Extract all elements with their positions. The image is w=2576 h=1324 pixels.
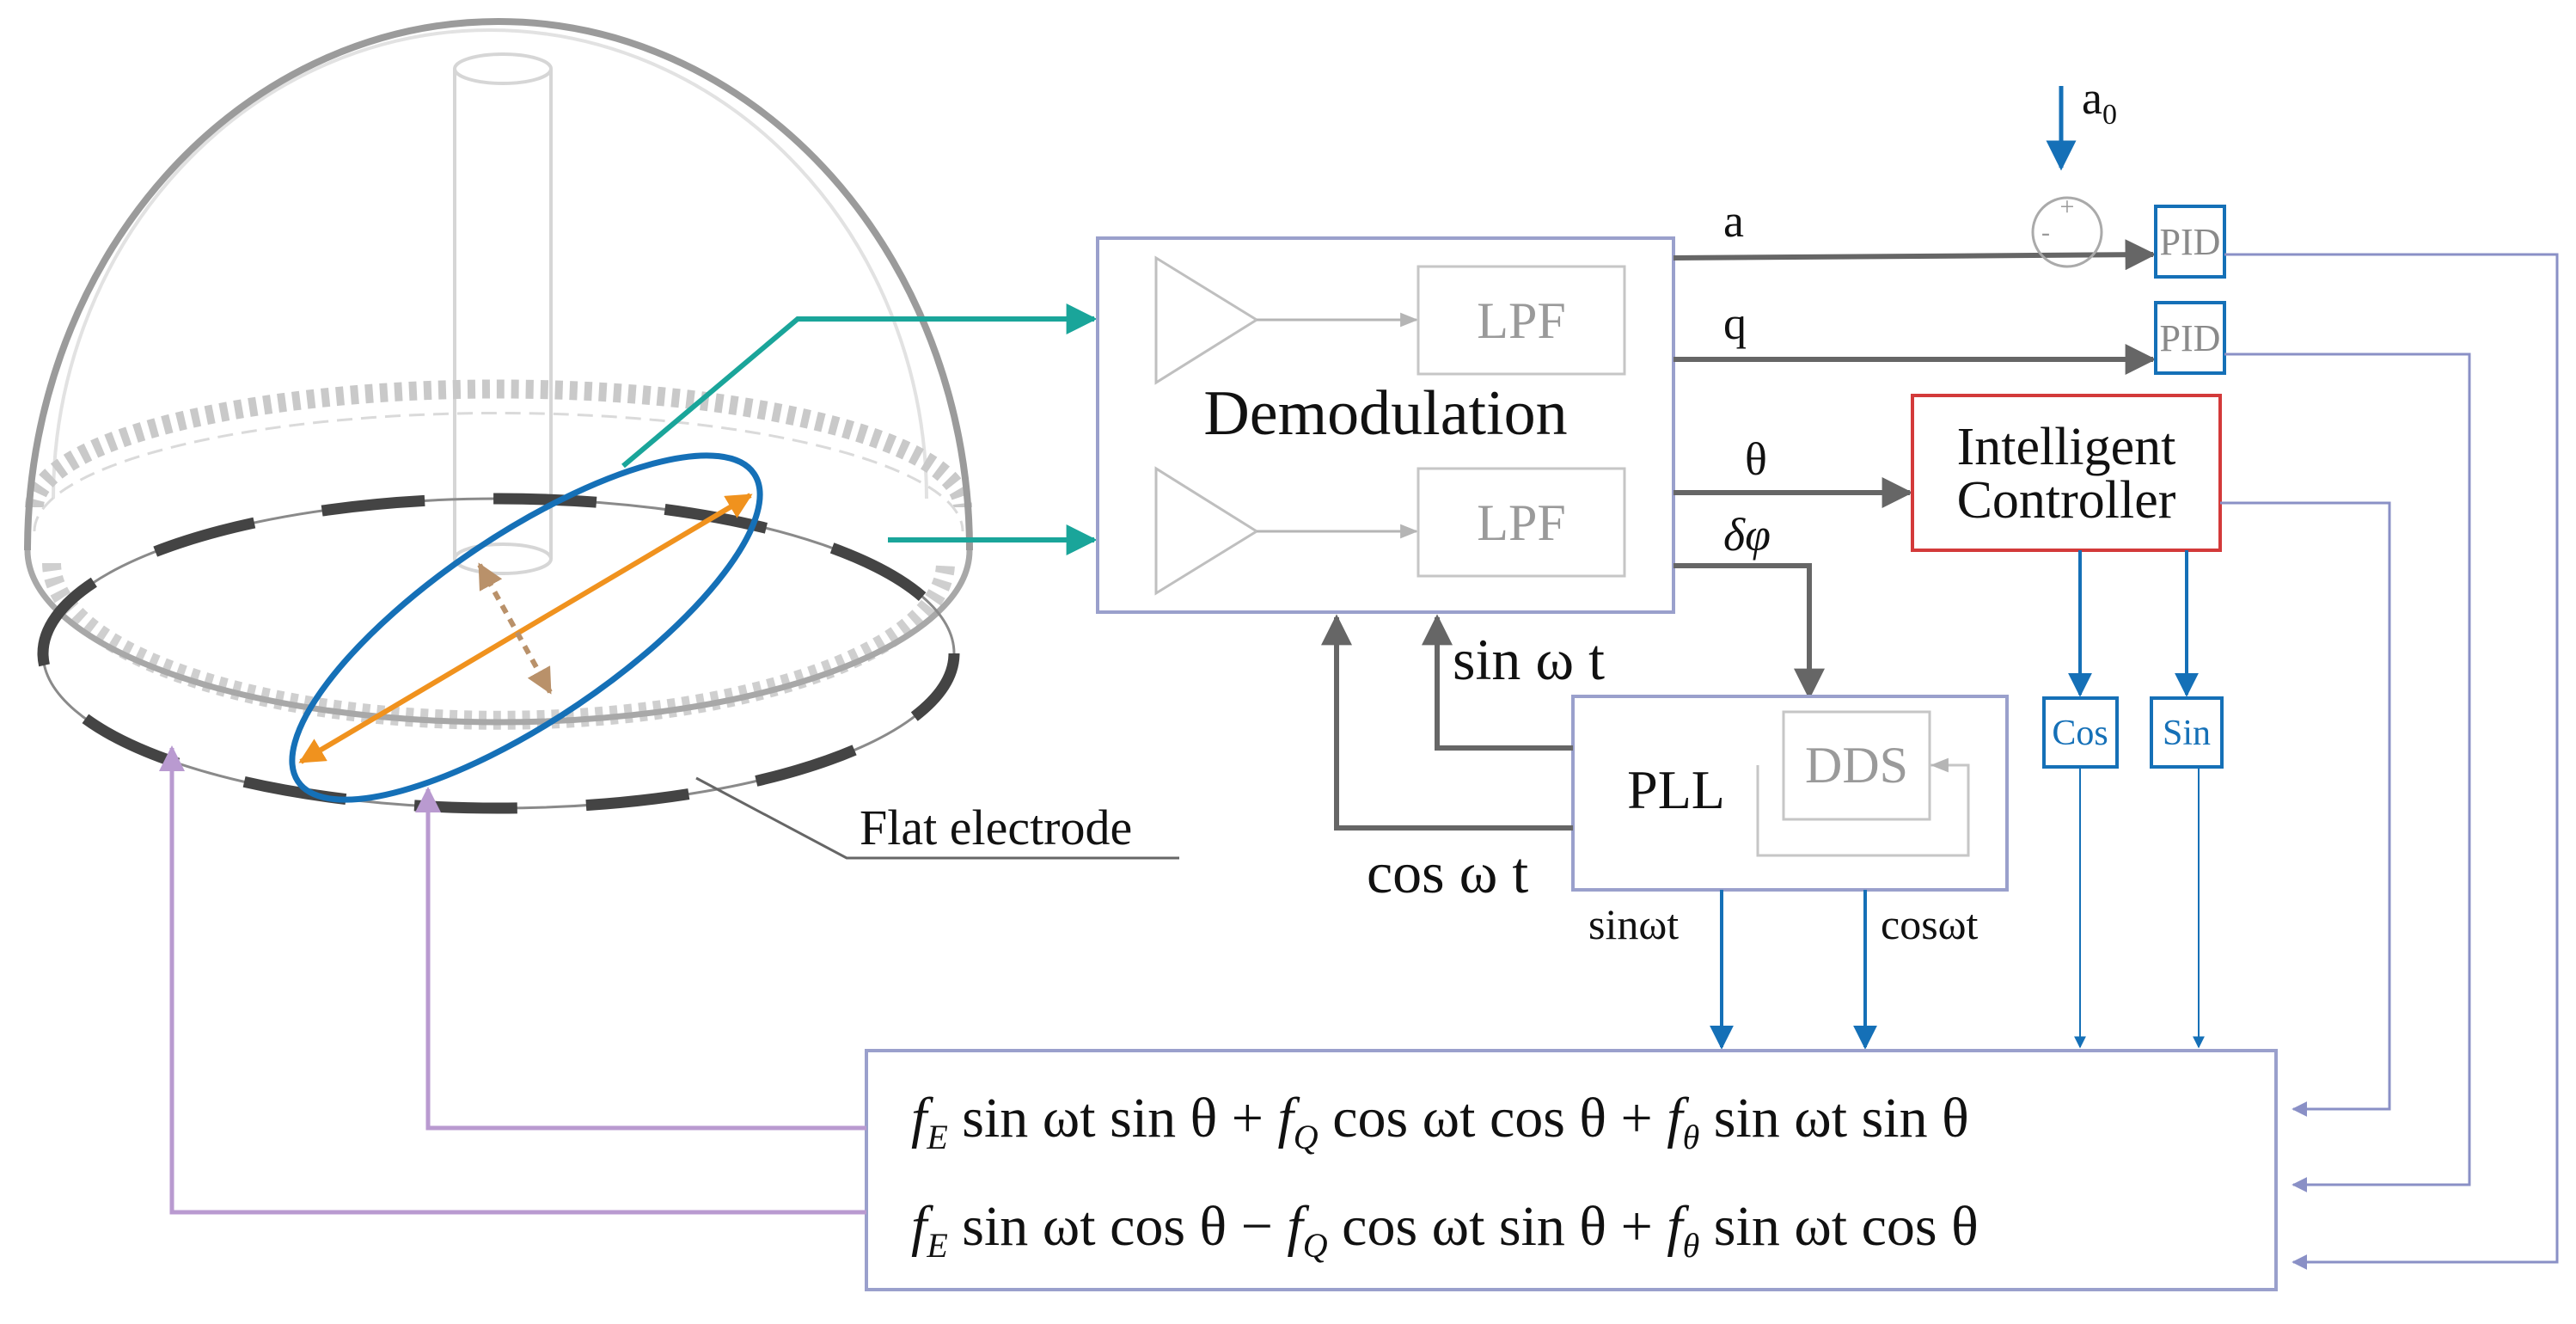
eq1-term2: cos ωt cos θ: [1319, 1087, 1606, 1149]
a0-label-sub: 0: [2102, 99, 2117, 131]
eq2-op2: +: [1606, 1195, 1667, 1258]
eq1-op1: +: [1217, 1087, 1277, 1149]
eq1-term3: sin ωt sin θ: [1699, 1087, 1968, 1149]
demodulation-label: Demodulation: [1203, 378, 1567, 449]
flat-electrode-leader: [695, 776, 1179, 860]
resonator-outer-shell: [24, 18, 973, 551]
intelligent-controller-box: [1911, 394, 2222, 552]
amplifier-top-icon: [1154, 255, 1259, 385]
demodulation-box: [1096, 236, 1675, 614]
eq2-ftheta-sub: θ: [1683, 1226, 1700, 1265]
eq2-term3: sin ωt cos θ: [1699, 1195, 1978, 1258]
signal-a-arrow: [1673, 239, 2157, 271]
a0-label-base: a: [2082, 72, 2102, 124]
resonator-rim-teeth: [25, 379, 972, 730]
eq2-fE-sub: E: [926, 1226, 947, 1265]
dds-label: DDS: [1805, 737, 1908, 794]
eq1-op2: +: [1606, 1087, 1667, 1149]
pid-amplitude-feedback: [2224, 253, 2559, 1270]
lpf-top-box: [1416, 265, 1626, 376]
eq1-fE-sub: E: [926, 1118, 947, 1156]
pid-amplitude-label: PID: [2160, 221, 2221, 263]
lpf-top-label: LPF: [1477, 292, 1565, 349]
pll-cos-output-label: cosωt: [1881, 900, 1979, 948]
drive-synthesis-box: [865, 1049, 2278, 1291]
cos-box-label: Cos: [2052, 714, 2108, 753]
controller-label-line2: Controller: [1957, 471, 2176, 530]
summing-plus: +: [2060, 193, 2075, 221]
cos-feedback-arrow: [1321, 614, 1573, 831]
pid-quadrature-box: [2154, 301, 2226, 375]
eq1-term1: sin ωt sin θ: [948, 1087, 1217, 1149]
eq2-op1: −: [1227, 1195, 1287, 1258]
sin-box: [2150, 696, 2224, 769]
eq1-fQ-sub: Q: [1294, 1118, 1319, 1156]
summing-minus: -: [2041, 218, 2050, 247]
drive-signal-2: [159, 745, 866, 1215]
eq1-ftheta-sub: θ: [1683, 1118, 1700, 1156]
a0-label: a0: [2082, 72, 2117, 131]
controller-feedback: [2220, 501, 2391, 1117]
pid-quadrature-feedback: [2224, 352, 2471, 1192]
pll-sin-output-label: sinωt: [1588, 900, 1679, 948]
sin-box-label: Sin: [2163, 714, 2211, 753]
cos-feedback-label: cos ω t: [1367, 840, 1528, 905]
signal-theta-label: θ: [1745, 433, 1767, 485]
drive-synthesis-block: fE sin ωt sin θ + fQ cos ωt cos θ + fθ s…: [865, 1049, 2278, 1291]
resonator-inner-shell: [52, 28, 928, 500]
controller-label-line1: Intelligent: [1957, 418, 2176, 476]
pickoff-signal-arrow-1: [621, 303, 1098, 469]
drive-signal-1: [415, 787, 866, 1131]
eq2-term2: cos ωt sin θ: [1328, 1195, 1606, 1258]
resonator-lip: [24, 549, 973, 726]
drive-equation-line2: fE sin ωt cos θ − fQ cos ωt sin θ + fθ s…: [911, 1195, 1979, 1265]
summing-junction: [2031, 196, 2103, 268]
amplifier-bottom-icon: [1154, 466, 1259, 596]
signal-q-label: q: [1723, 297, 1747, 349]
pll-label: PLL: [1627, 759, 1725, 820]
drive-equation-line1: fE sin ωt sin θ + fQ cos ωt cos θ + fθ s…: [911, 1087, 1969, 1156]
signal-a-label: a: [1723, 195, 1744, 247]
pid-quadrature-label: PID: [2160, 317, 2221, 359]
pll-box: [1571, 695, 2009, 892]
eq2-fQ-sub: Q: [1303, 1226, 1328, 1265]
node-axis-arrow: [477, 562, 553, 695]
signal-dphi-label: δφ: [1723, 509, 1771, 561]
demodulation-block: LPF Demodulation LPF: [1096, 236, 1675, 614]
pid-amplitude-box: [2154, 205, 2226, 279]
signal-dphi-arrow: [1673, 563, 1825, 700]
cos-box: [2042, 696, 2119, 769]
resonator-illustration: [24, 18, 973, 814]
lpf-bottom-box: [1416, 467, 1626, 578]
sin-feedback-arrow: [1422, 614, 1573, 751]
lpf-bottom-label: LPF: [1477, 494, 1565, 551]
flat-electrode-label: Flat electrode: [860, 800, 1132, 855]
sin-feedback-label: sin ω t: [1453, 627, 1605, 692]
eq2-term1: sin ωt cos θ: [948, 1195, 1227, 1258]
